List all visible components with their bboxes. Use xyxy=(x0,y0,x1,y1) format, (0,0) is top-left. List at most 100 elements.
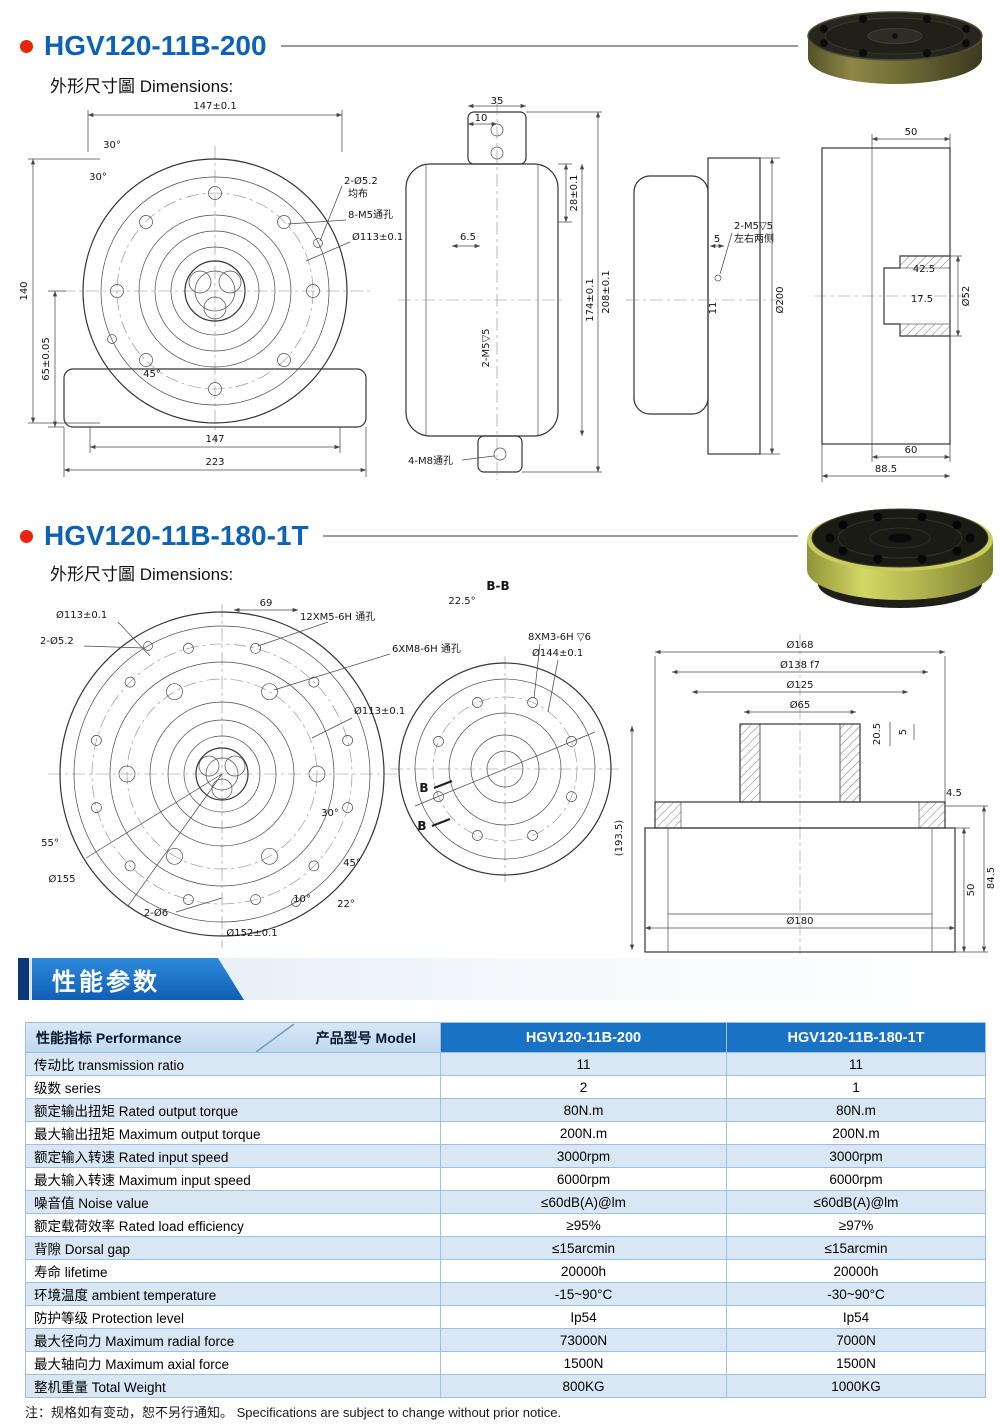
spec-value-200: 1500N xyxy=(441,1352,727,1375)
spec-value-200: ≤60dB(A)@lm xyxy=(441,1191,727,1214)
label-dia-155: Ø155 xyxy=(49,873,76,885)
dim-dia-180: Ø180 xyxy=(787,915,814,927)
dim-angle-45b: 45° xyxy=(343,858,361,869)
spec-label: 背隙 Dorsal gap xyxy=(26,1237,441,1260)
dimensions-label-200: 外形尺寸圖 Dimensions: xyxy=(50,77,234,96)
section-header-180: HGV120-11B-180-1T xyxy=(20,520,798,552)
label-dia-152: Ø152±0.1 xyxy=(226,927,277,939)
spec-value-180: 200N.m xyxy=(727,1122,986,1145)
table-row: 环境温度 ambient temperature -15~90°C -30~90… xyxy=(26,1283,986,1306)
dim-6-5: 6.5 xyxy=(460,232,476,243)
model-title-180: HGV120-11B-180-1T xyxy=(44,520,309,551)
footer-note: 注：规格如有变动，恕不另行通知。 Specifications are subj… xyxy=(25,1405,562,1420)
label-bb-title: B-B xyxy=(486,579,509,593)
dim-35: 35 xyxy=(491,96,504,107)
label-m5-tap-2: 2-M5▽5 xyxy=(734,221,773,232)
front-view-180 xyxy=(48,604,400,948)
label-bc-113a: Ø113±0.1 xyxy=(56,609,107,621)
dim-140: 140 xyxy=(19,281,30,300)
spec-value-180: 20000h xyxy=(727,1260,986,1283)
table-body: 传动比 transmission ratio 11 11 级数 series 2… xyxy=(26,1053,986,1398)
spec-value-200: Ip54 xyxy=(441,1306,727,1329)
label-both-sides: 左右两侧 xyxy=(734,232,774,245)
spec-label: 传动比 transmission ratio xyxy=(26,1053,441,1076)
dim-angle-30a: 30° xyxy=(103,140,121,151)
dim-69: 69 xyxy=(260,598,273,609)
table-row: 额定输入转速 Rated input speed 3000rpm 3000rpm xyxy=(26,1145,986,1168)
dim-angle-22-5: 22.5° xyxy=(448,596,475,607)
header-performance: 性能指标 Performance xyxy=(36,1029,182,1046)
spec-value-200: -15~90°C xyxy=(441,1283,727,1306)
spec-label: 最大输入转速 Maximum input speed xyxy=(26,1168,441,1191)
dim-60: 60 xyxy=(905,445,918,456)
table-row: 传动比 transmission ratio 11 11 xyxy=(26,1053,986,1076)
label-pin-holes: 2-Ø5.2 xyxy=(344,175,378,187)
spec-label: 额定输出扭矩 Rated output torque xyxy=(26,1099,441,1122)
side-view1-200-dims: 35 10 6.5 28±0.1 174±0.1 208±0.1 2-M5▽5 … xyxy=(408,96,612,473)
dim-10: 10 xyxy=(475,113,488,124)
spec-value-200: 20000h xyxy=(441,1260,727,1283)
spec-value-180: 1000KG xyxy=(727,1375,986,1398)
title-rule xyxy=(322,535,798,537)
spec-label: 整机重量 Total Weight xyxy=(26,1375,441,1398)
red-bullet-icon xyxy=(20,529,33,543)
diagonal-divider xyxy=(255,1023,295,1052)
dim-4-5: 4.5 xyxy=(946,788,962,799)
side-view1-200 xyxy=(398,102,566,480)
header-model: 产品型号 Model xyxy=(315,1029,416,1046)
dim-angle-55: 55° xyxy=(41,838,59,849)
side-view2-200-dims: 5 2-M5▽5 左右两侧 11 Ø200 xyxy=(708,157,786,455)
dim-223: 223 xyxy=(205,457,224,468)
section-view-200 xyxy=(814,147,968,445)
table-row: 噪音值 Noise value ≤60dB(A)@lm ≤60dB(A)@lm xyxy=(26,1191,986,1214)
section-marker-b1: B xyxy=(419,781,428,795)
table-row: 额定输出扭矩 Rated output torque 80N.m 80N.m xyxy=(26,1099,986,1122)
spec-value-180: ≥97% xyxy=(727,1214,986,1237)
dim-208: 208±0.1 xyxy=(601,270,612,313)
spec-value-180: 80N.m xyxy=(727,1099,986,1122)
label-bc-113b: Ø113±0.1 xyxy=(354,705,405,717)
spec-value-200: 80N.m xyxy=(441,1099,727,1122)
spec-label: 最大输出扭矩 Maximum output torque xyxy=(26,1122,441,1145)
label-m5-tap: 2-M5▽5 xyxy=(481,328,492,367)
spec-value-200: ≥95% xyxy=(441,1214,727,1237)
dim-dia-65: Ø65 xyxy=(790,699,811,711)
dim-17-5: 17.5 xyxy=(911,294,933,305)
dim-84-5: 84.5 xyxy=(986,867,997,889)
dim-angle-30: 30° xyxy=(321,808,339,819)
model-title-200: HGV120-11B-200 xyxy=(44,30,267,61)
front-view-200 xyxy=(62,146,372,444)
spec-value-180: 1500N xyxy=(727,1352,986,1375)
label-pins-5-2: 2-Ø5.2 xyxy=(40,635,74,647)
product-photo-200 xyxy=(807,11,983,84)
spec-label: 噪音值 Noise value xyxy=(26,1191,441,1214)
table-row: 最大径向力 Maximum radial force 73000N 7000N xyxy=(26,1329,986,1352)
red-bullet-icon xyxy=(20,39,33,53)
spec-value-200: 11 xyxy=(441,1053,727,1076)
dim-50: 50 xyxy=(905,127,918,138)
dimension-drawing-180: Ø113±0.1 2-Ø5.2 69 12XM5-6H 通孔 6XM8-6H 通… xyxy=(40,579,997,954)
performance-table: 性能指标 Performance 产品型号 Model HGV120-11B-2… xyxy=(25,1022,986,1398)
table-row: 级数 series 2 1 xyxy=(26,1076,986,1099)
spec-value-180: -30~90°C xyxy=(727,1283,986,1306)
profile-view-180 xyxy=(644,634,956,954)
performance-banner: 性能参数 xyxy=(18,958,244,1000)
dim-11: 11 xyxy=(708,302,719,315)
spec-label: 环境温度 ambient temperature xyxy=(26,1283,441,1306)
dim-dia-52: Ø52 xyxy=(960,286,972,307)
label-8xm3: 8XM3-6H ▽6 xyxy=(528,632,591,643)
spec-value-200: 200N.m xyxy=(441,1122,727,1145)
dim-65: 65±0.05 xyxy=(41,337,52,380)
spec-value-180: 7000N xyxy=(727,1329,986,1352)
dim-dia-125: Ø125 xyxy=(787,679,814,691)
spec-value-180: 11 xyxy=(727,1053,986,1076)
dim-5: 5 xyxy=(714,234,720,245)
banner-accent-bar xyxy=(18,958,29,1000)
section-marker-b2: B xyxy=(417,819,426,833)
title-rule xyxy=(280,45,798,47)
dim-147-bottom: 147 xyxy=(205,434,224,445)
spec-label: 额定输入转速 Rated input speed xyxy=(26,1145,441,1168)
dim-angle-22: 22° xyxy=(337,899,355,910)
table-row: 额定载荷效率 Rated load efficiency ≥95% ≥97% xyxy=(26,1214,986,1237)
table-row: 最大轴向力 Maximum axial force 1500N 1500N xyxy=(26,1352,986,1375)
